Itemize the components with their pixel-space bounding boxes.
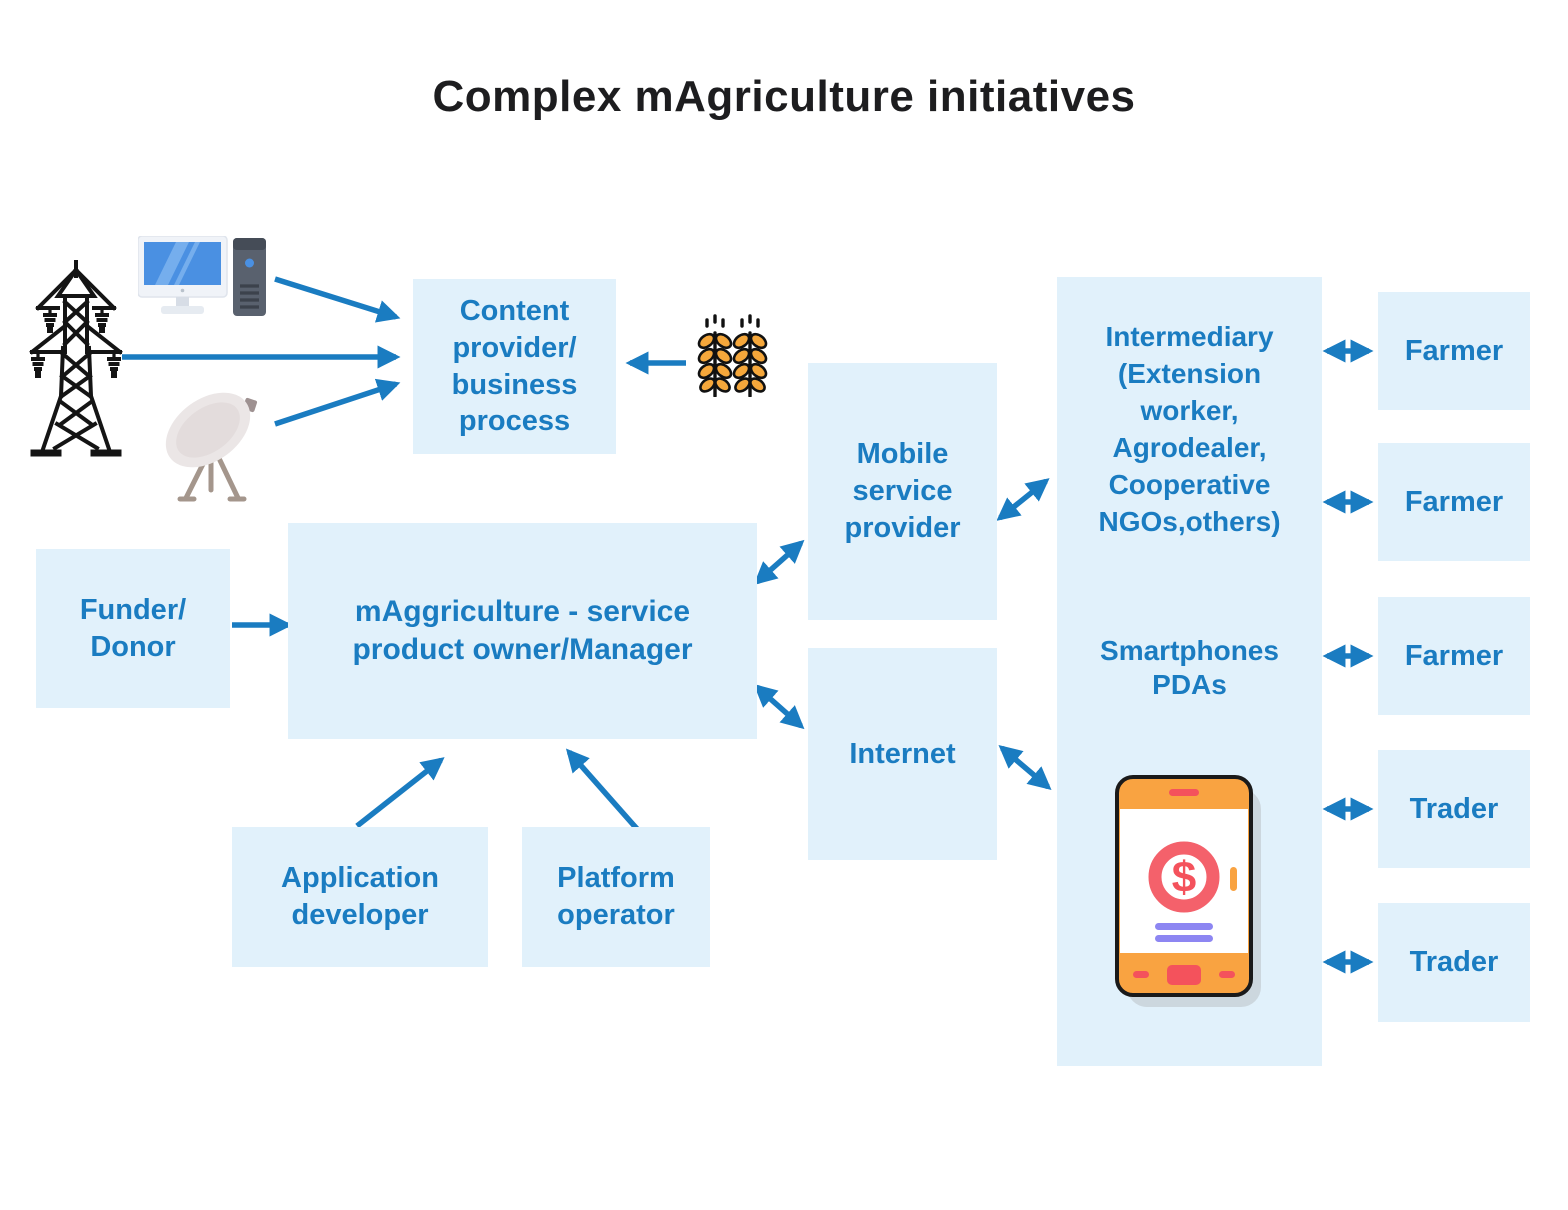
arrow-magg-internet: [753, 683, 805, 730]
wheat-icon: [697, 314, 768, 397]
svg-text:$: $: [1172, 853, 1196, 902]
node-farmer-2: Farmer: [1378, 443, 1530, 561]
arrow-platform-to-magg: [565, 748, 641, 832]
node-internet: Internet: [808, 648, 997, 860]
smartphone-payment-icon: $: [1115, 775, 1261, 1007]
smartphones-pdas-label: Smartphones PDAs: [1100, 635, 1279, 700]
arrow-satellite-to-content: [274, 378, 401, 427]
node-farmer-1: Farmer: [1378, 292, 1530, 410]
node-trader-2: Trader: [1378, 903, 1530, 1022]
node-application-developer: Application developer: [232, 827, 488, 967]
arrow-computer-to-content: [274, 276, 401, 323]
transmission-tower-icon: [29, 260, 123, 457]
arrow-magg-mobile: [753, 539, 805, 586]
node-content-provider: Content provider/ business process: [413, 279, 616, 454]
node-mobile-service-provider: Mobile service provider: [808, 363, 997, 620]
node-intermediary-panel: Intermediary (Extension worker, Agrodeal…: [1057, 277, 1322, 1066]
node-funder-donor: Funder/ Donor: [36, 549, 230, 708]
arrow-internet-intermediary: [998, 745, 1052, 790]
intermediary-label: Intermediary (Extension worker, Agrodeal…: [1098, 321, 1281, 537]
arrow-mobile-intermediary: [996, 478, 1050, 521]
node-farmer-3: Farmer: [1378, 597, 1530, 715]
page-title: Complex mAgriculture initiatives: [432, 72, 1136, 121]
node-trader-1: Trader: [1378, 750, 1530, 868]
node-maggriculture-owner: mAggriculture - service product owner/Ma…: [288, 523, 757, 739]
satellite-dish-icon: [165, 392, 258, 502]
arrow-appdev-to-magg: [355, 757, 445, 829]
desktop-computer-icon: [138, 236, 266, 316]
node-platform-operator: Platform operator: [522, 827, 710, 967]
